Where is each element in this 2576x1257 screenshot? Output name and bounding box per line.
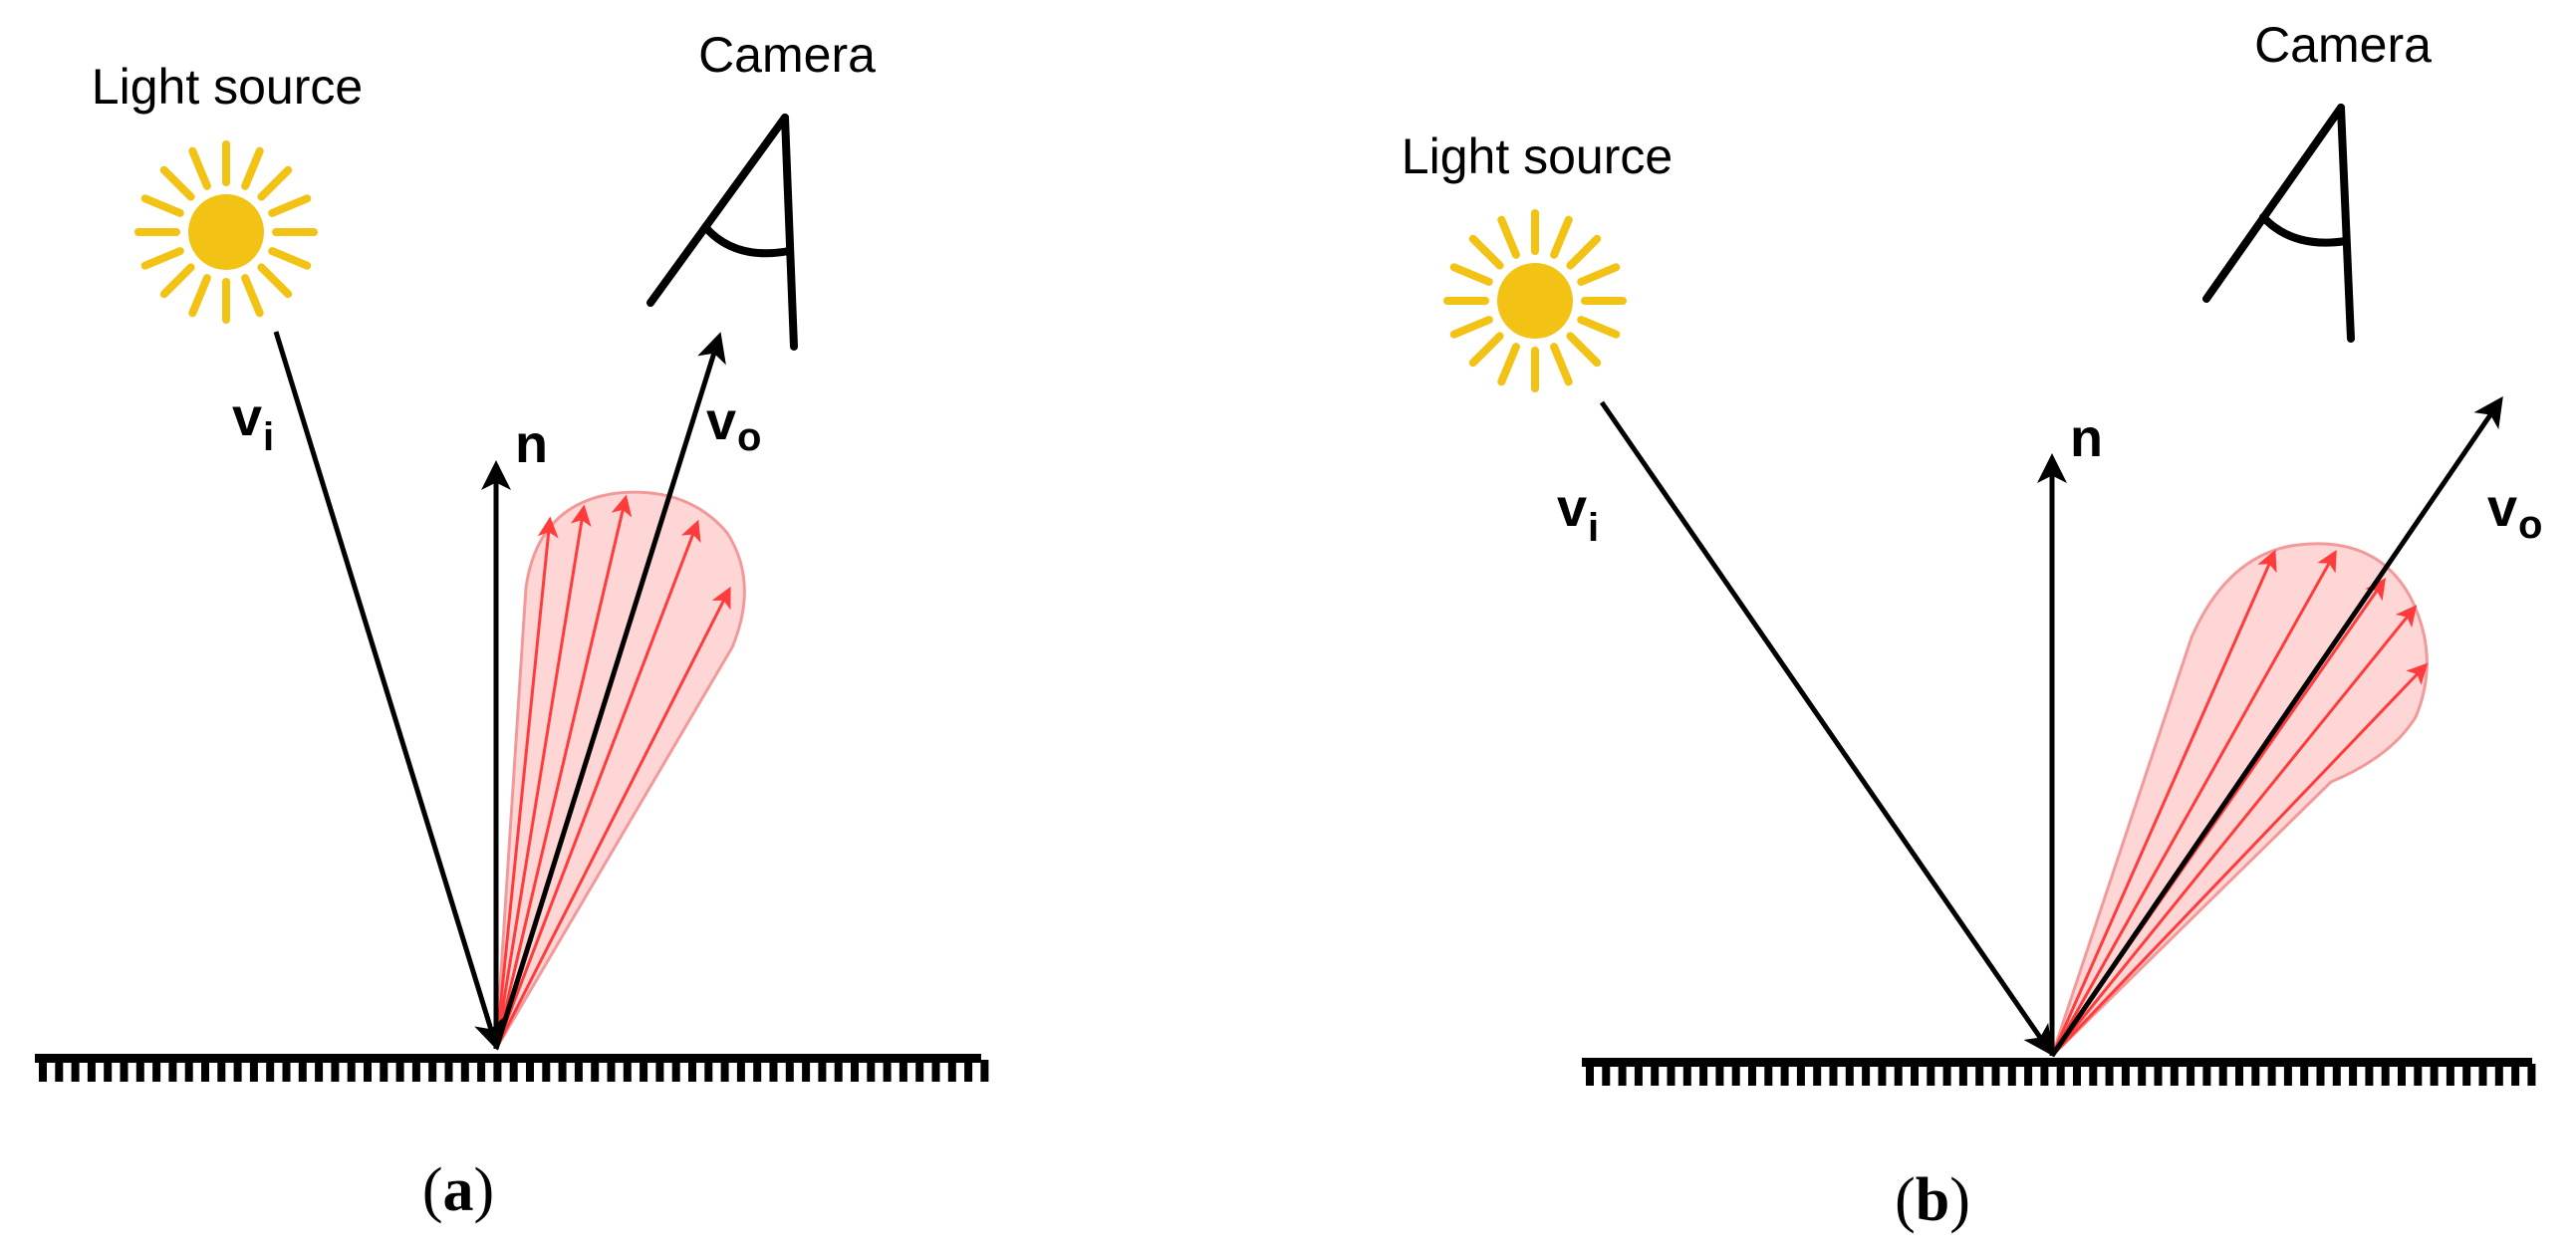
- reflected-ray: [494, 494, 633, 1050]
- reflected-ray: [2050, 549, 2277, 1057]
- outgoing-vector-label: v o: [706, 391, 761, 459]
- reflected-ray: [494, 516, 559, 1050]
- caption-a: (a): [422, 1156, 494, 1224]
- light-source-label: Light source: [92, 59, 363, 115]
- eye-icon: [646, 114, 798, 351]
- reflected-ray: [494, 504, 592, 1050]
- panel-b: Light source Camera v i n v: [1402, 17, 2543, 1234]
- svg-text:v: v: [706, 391, 736, 451]
- outgoing-vector-label: v o: [2487, 478, 2542, 547]
- reflection-lobe: [494, 490, 746, 1050]
- sun-icon: [134, 140, 318, 324]
- camera-label: Camera: [2254, 17, 2432, 73]
- reflected-ray: [2050, 662, 2429, 1058]
- outgoing-vector: [2049, 395, 2503, 1058]
- svg-text:v: v: [1557, 478, 1587, 538]
- camera-label: Camera: [698, 27, 876, 83]
- reflected-ray: [2050, 605, 2418, 1057]
- reflected-ray: [494, 519, 701, 1050]
- svg-text:i: i: [263, 415, 274, 459]
- normal-label: n: [2070, 408, 2103, 468]
- eye-icon: [2202, 104, 2355, 343]
- svg-text:v: v: [2487, 478, 2517, 538]
- svg-text:v: v: [232, 387, 262, 447]
- outgoing-vector: [493, 332, 726, 1050]
- svg-text:o: o: [2518, 503, 2542, 547]
- reflected-ray: [2050, 549, 2337, 1057]
- sun-icon: [1443, 209, 1627, 392]
- incident-vector-label: v i: [232, 387, 274, 459]
- incident-vector: [273, 331, 503, 1051]
- reflected-ray: [494, 586, 731, 1050]
- svg-text:i: i: [1588, 506, 1599, 550]
- incident-vector-label: v i: [1557, 478, 1599, 550]
- hatched-surface: [35, 1054, 989, 1082]
- reflection-lobe: [2050, 542, 2429, 1058]
- incident-vector: [1599, 400, 2053, 1057]
- panel-a: Light source Camera: [35, 27, 989, 1224]
- svg-text:o: o: [737, 415, 761, 459]
- normal-label: n: [515, 414, 548, 474]
- hatched-surface: [1582, 1058, 2536, 1086]
- caption-b: (b): [1895, 1166, 1970, 1234]
- light-source-label: Light source: [1402, 128, 1673, 184]
